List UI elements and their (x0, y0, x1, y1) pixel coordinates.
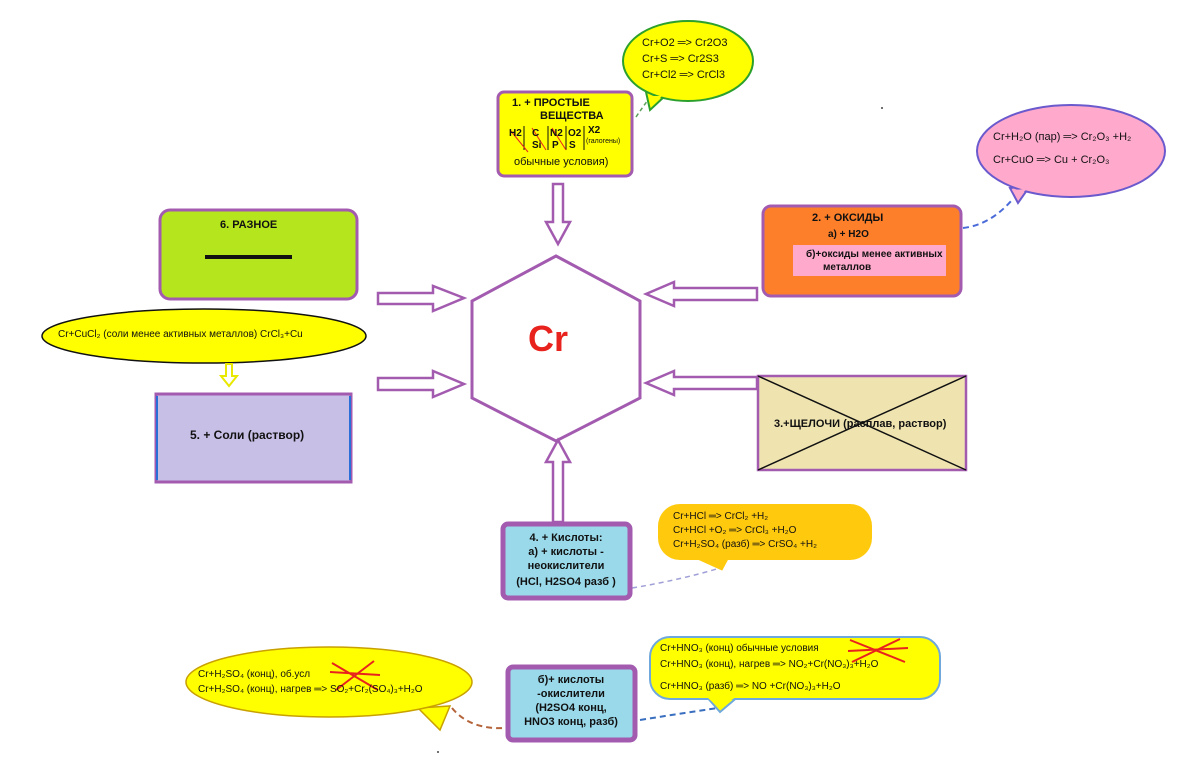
alkali-label: 3.+ЩЕЛОЧИ (расплав, раствор) (774, 418, 947, 430)
box-oxides-pink (793, 245, 946, 276)
simple-bubble-line-2: Cr+S ═> Cr2S3 (642, 53, 719, 65)
box-salts (154, 392, 353, 484)
element-n2: N2 (550, 128, 563, 139)
element-strike (509, 127, 567, 153)
connector-oxid-left (451, 707, 507, 730)
oxidizing-line-3: (H2SO4 конц, (535, 702, 607, 714)
box-misc (158, 208, 359, 301)
oxides-title: 2. + ОКСИДЫ (812, 212, 884, 224)
oxidizing-line-2: -окислители (537, 688, 605, 700)
oxides-bubble-line-1: Cr+H₂O (пар) ═> Cr₂O₃ +H₂ (993, 131, 1132, 143)
oxides-item-a: а) + H2O (828, 229, 869, 240)
bubble-salts (41, 308, 367, 364)
element-o2: O2 (568, 128, 582, 139)
alkali-cross-2 (757, 375, 967, 471)
oxides-bubble-line-2: Cr+CuO ═> Cu + Cr₂O₃ (993, 154, 1110, 166)
element-x2: X2 (588, 125, 601, 136)
stray-dot (437, 751, 439, 753)
arrow-salts-down (218, 363, 240, 388)
oxid-right-bubble-line-2: Cr+HNO₃ (конц), нагрев ═> NO₂+Cr(NO₃)₃+H… (660, 659, 879, 670)
arrow-bottom (543, 437, 573, 524)
oxid-left-bubble-line-2: Cr+H₂SO₄ (конц), нагрев ═> SO₂+Cr₂(SO₄)₃… (198, 684, 423, 695)
element-si: Si (532, 140, 542, 151)
center-hexagon (470, 254, 642, 443)
acids-bubble-line-2: Cr+HCl +O₂ ═> CrCl₃ +H₂O (673, 525, 797, 536)
bubble-acids (658, 504, 872, 560)
element-s: S (569, 140, 576, 151)
halogens-note: (галогены) (586, 138, 621, 145)
connector-oxid-right (639, 707, 719, 721)
simple-bubble-line-3: Cr+Cl2 ═> CrCl3 (642, 69, 725, 81)
bubble-oxid-right-tail-cover (707, 697, 736, 708)
bubble-oxid-left-tail (416, 705, 452, 732)
simple-title-2: ВЕЩЕСТВА (540, 110, 604, 122)
arrow-top (543, 182, 573, 247)
acids-line-1: 4. + Кислоты: (529, 532, 603, 544)
bubble-oxid-right (649, 636, 941, 700)
simple-title-1: 1. + ПРОСТЫЕ (512, 97, 590, 109)
center-label: Cr (528, 318, 569, 359)
oxid-right-bubble-line-1: Cr+HNO₃ (конц) обычные условия (660, 643, 819, 654)
arrow-right-upper (642, 280, 759, 308)
arrow-left-lower (376, 369, 468, 399)
arrow-right-lower (642, 369, 759, 397)
oxid-left-bubble-line-1: Cr+H₂SO₄ (конц), об.усл (198, 669, 311, 680)
box-simple-substances (496, 90, 634, 178)
oxidizing-line-1: б)+ кислоты (537, 674, 605, 686)
connector-oxides (962, 199, 1013, 229)
acids-line-4: (HCl, H2SO4 разб ) (516, 576, 616, 588)
salts-bubble-text: Cr+CuCl₂ (соли менее активных металлов) … (58, 329, 303, 340)
simple-conditions: обычные условия) (514, 156, 609, 168)
connector-acids (631, 567, 721, 589)
stray-dot (881, 107, 883, 109)
element-c: C (532, 128, 540, 139)
element-h2: H2 (509, 128, 522, 139)
acids-bubble-line-3: Cr+H₂SO₄ (разб) ═> CrSO₄ +H₂ (673, 539, 817, 550)
oxides-item-b-2: металлов (823, 262, 872, 273)
cross-out-hno3 (847, 638, 909, 663)
oxidizing-line-4: HNO3 конц, разб) (524, 716, 618, 728)
arrow-left-upper (376, 284, 468, 313)
acids-line-2: а) + кислоты - (528, 546, 604, 558)
element-p: P (552, 140, 559, 151)
box-oxidizing-acids (505, 664, 638, 743)
box-acids (500, 521, 633, 601)
cross-out-h2so4 (329, 660, 381, 691)
misc-title: 6. РАЗНОЕ (220, 219, 278, 231)
bubble-oxides-tail-cover (1012, 189, 1027, 198)
oxides-item-b-1: б)+оксиды менее активных (806, 249, 943, 260)
bubble-oxid-left (185, 646, 473, 718)
connector-simple (635, 99, 649, 118)
bubble-simple-tail-cover (648, 96, 662, 106)
acids-bubble-line-1: Cr+HCl ═> CrCl₂ +H₂ (673, 511, 769, 522)
acids-line-3: неокислители (527, 560, 605, 572)
salts-title: 5. + Соли (раствор) (190, 428, 305, 442)
simple-bubble-line-1: Cr+O2 ═> Cr2O3 (642, 37, 728, 49)
bubble-oxides (976, 104, 1166, 198)
oxid-right-bubble-line-3: Cr+HNO₃ (разб) ═> NO +Cr(NO₃)₃+H₂O (660, 681, 841, 692)
bubble-simple (622, 20, 754, 102)
